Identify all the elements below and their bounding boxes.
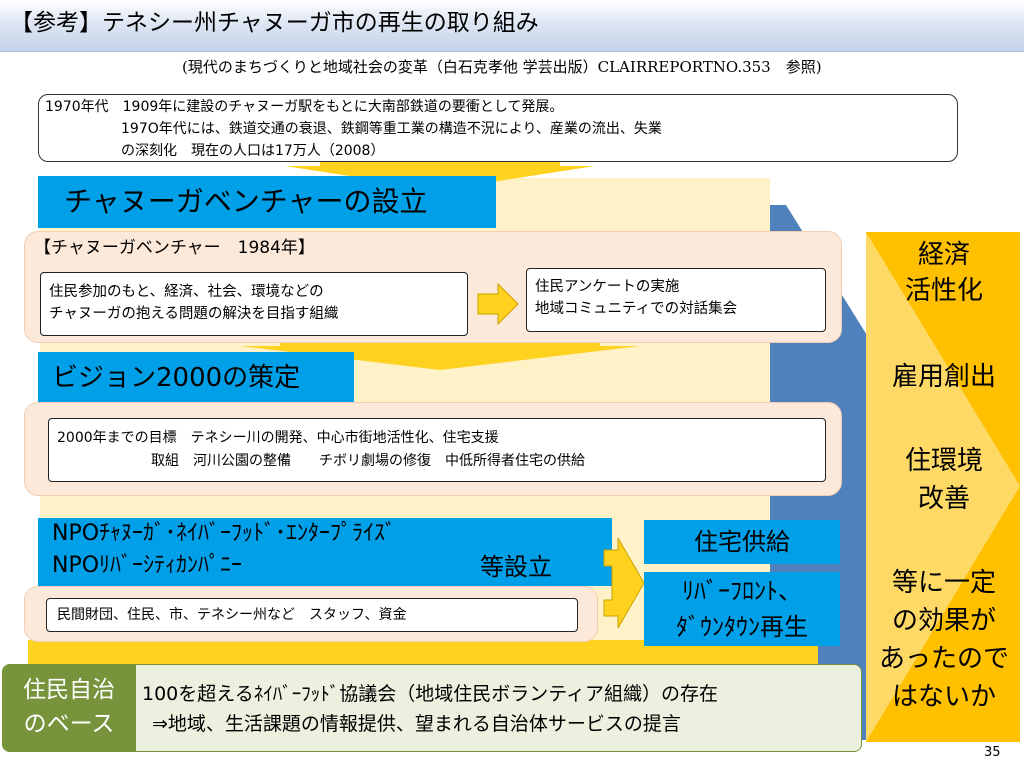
effects-line-2: 活性化 [904, 276, 983, 306]
venture-actions-line-2: 地域コミュニティでの対話集会 [535, 301, 738, 317]
npo-line-1: NPOﾁｬﾇｰｶﾞ･ﾈｲﾊﾞｰﾌｯﾄﾞ･ｴﾝﾀｰﾌﾟﾗｲｽﾞ [52, 521, 397, 546]
vision-line-1: 2000年までの目標 テネシー川の開発、中心市街地活性化、住宅支援 [57, 430, 499, 446]
effects-line-4: 住環境 [904, 446, 983, 476]
history-box: 1970年代 1909年に建設のチャヌーガ駅をもとに大南部鉄道の要衝として発展。… [38, 94, 958, 162]
history-line-2: 197O年代には、鉄道交通の衰退、鉄鋼等重工業の構造不況により、産業の流出、失業 [121, 121, 662, 137]
venture-actions-line-1: 住民アンケートの実施 [535, 279, 680, 295]
history-line-1: 1970年代 1909年に建設のチャヌーガ駅をもとに大南部鉄道の要衝として発展。 [45, 99, 564, 115]
riverfront-line-1: ﾘﾊﾞｰﾌﾛﾝﾄ、 [682, 577, 802, 605]
vision-box: 2000年までの目標 テネシー川の開発、中心市街地活性化、住宅支援 取組 河川公… [48, 418, 826, 482]
npo-line-2: NPOﾘﾊﾞｰｼﾃｨｶﾝﾊﾟﾆｰ [52, 553, 243, 578]
down-arrow-1 [285, 160, 595, 190]
npo-line-2-suffix: 等設立 [480, 553, 552, 581]
title-bar [0, 0, 1024, 52]
base-line-1: 100を超えるﾈｲﾊﾞｰﾌｯﾄﾞ協議会（地域住民ボランティア組織）の存在 [142, 683, 719, 705]
effects-column: 経済 活性化 雇用創出 住環境 改善 等に一定 の効果が あったので はないか [866, 234, 1022, 742]
npo-support-box: 民間財団、住民、市、テネシー州など スタッフ、資金 [46, 598, 578, 632]
venture-purpose-line-2: チャヌーガの抱える問題の解決を目指す組織 [49, 306, 339, 322]
effects-line-1: 経済 [917, 240, 970, 270]
npo-bracket-arrow [603, 538, 645, 628]
riverfront-box: ﾘﾊﾞｰﾌﾛﾝﾄ、 ﾀﾞｳﾝﾀｳﾝ再生 [644, 572, 840, 646]
effects-arrow-tip [866, 232, 1020, 742]
venture-purpose-box: 住民参加のもと、経済、社会、環境などの チャヌーガの抱える問題の解決を目指す組織 [40, 272, 468, 336]
effects-line-3: 雇用創出 [891, 362, 996, 392]
venture-actions-box: 住民アンケートの実施 地域コミュニティでの対話集会 [526, 268, 826, 332]
venture-purpose-line-1: 住民参加のもと、経済、社会、環境などの [49, 284, 324, 300]
base-label-line-2: のベース [23, 711, 115, 737]
slide-title: 【参考】テネシー州チャヌーガ市の再生の取り組み [10, 10, 539, 36]
venture-right-arrow [477, 282, 519, 326]
effects-line-7: の効果が [891, 606, 996, 636]
base-label-line-1: 住民自治 [23, 677, 115, 703]
npo-heading: NPOﾁｬﾇｰｶﾞ･ﾈｲﾊﾞｰﾌｯﾄﾞ･ｴﾝﾀｰﾌﾟﾗｲｽﾞ NPOﾘﾊﾞｰｼﾃ… [38, 518, 612, 586]
history-line-3: の深刻化 現在の人口は17万人（2008） [121, 143, 385, 159]
page-number: 35 [984, 745, 1001, 760]
effects-line-8: あったので [878, 644, 1009, 674]
venture-heading: チャヌーガベンチャーの設立 [38, 176, 496, 228]
base-label: 住民自治 のベース [2, 664, 136, 752]
housing-box: 住宅供給 [644, 520, 840, 564]
base-panel [2, 664, 862, 752]
effects-line-6: 等に一定 [891, 568, 996, 598]
vision-heading: ビジョン2000の策定 [38, 352, 354, 404]
venture-subheading: 【チャヌーガベンチャー 1984年】 [34, 238, 315, 258]
riverfront-line-2: ﾀﾞｳﾝﾀｳﾝ再生 [676, 613, 808, 641]
base-line-2: ⇒地域、生活課題の情報提供、望まれる自治体サービスの提言 [152, 713, 681, 735]
effects-line-9: はないか [891, 682, 996, 712]
effects-line-5: 改善 [917, 484, 970, 514]
slide-subtitle: (現代のまちづくりと地域社会の変革（白石克孝他 学芸出版）CLAIRREPORT… [182, 58, 822, 76]
down-arrow-2 [240, 340, 640, 370]
vision-line-2: 取組 河川公園の整備 チボリ劇場の修復 中低所得者住宅の供給 [151, 453, 585, 469]
